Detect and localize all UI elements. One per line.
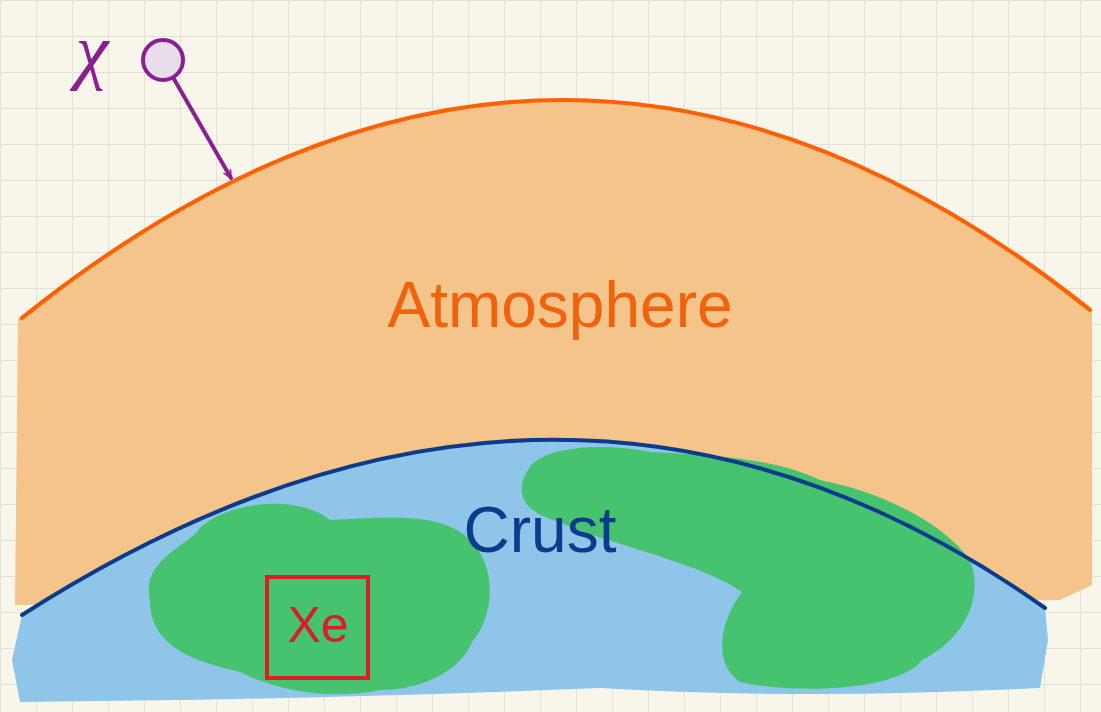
element-label: Xe: [287, 598, 348, 653]
shape-outline: [0, 430, 1101, 712]
land-mass: [522, 447, 975, 689]
region-label: Crust: [464, 495, 617, 565]
particle-circle: [143, 40, 183, 80]
particle-node: χ: [60, 15, 190, 95]
crust-band: CrustXe: [0, 430, 1101, 712]
particle-symbol: χ: [76, 10, 109, 91]
incoming-arrow: [174, 79, 231, 178]
crust-fill: [12, 440, 1048, 702]
crust-edge: [22, 440, 1045, 615]
detector-outline: [267, 577, 368, 678]
region-label: Atmosphere: [387, 270, 732, 340]
land-mass: [149, 504, 490, 694]
detector-box: Xe: [265, 575, 370, 680]
